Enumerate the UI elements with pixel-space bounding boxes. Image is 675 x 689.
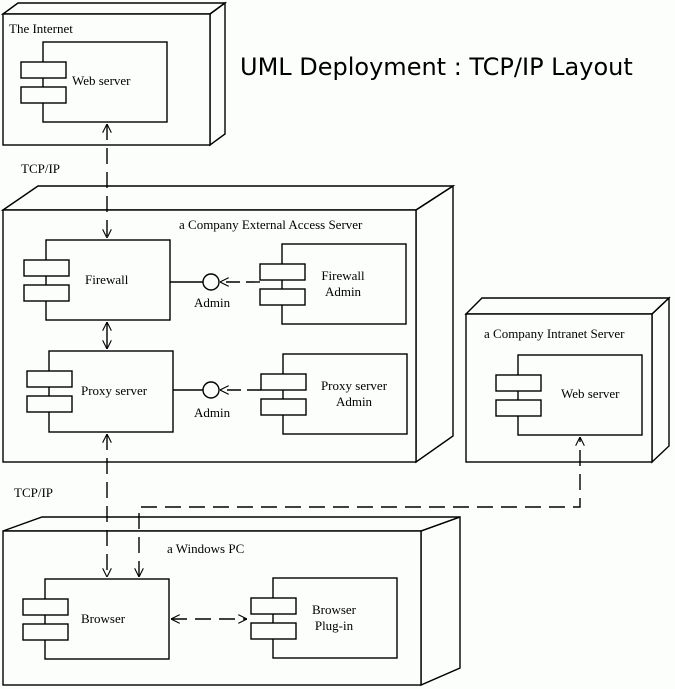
component-label: Firewall (321, 268, 365, 283)
component-label: Admin (325, 284, 362, 299)
component-label: Proxy server (321, 378, 388, 393)
node-top-face (0, 185, 456, 211)
diagram-title: UML Deployment : TCP/IP Layout (240, 53, 633, 81)
component-tab-icon (250, 597, 297, 615)
component-body (42, 41, 168, 123)
node-external-access-server[interactable]: a Company External Access Server Firewal… (0, 184, 456, 464)
component-body (48, 350, 174, 433)
component-label: Browser (81, 611, 126, 626)
component-label: Web server (561, 386, 620, 401)
component-tab-icon (22, 623, 69, 641)
component-body (44, 578, 170, 660)
component-label: Admin (336, 394, 373, 409)
component-firewall-admin[interactable]: Firewall Admin (259, 243, 407, 325)
component-tab-icon (26, 370, 73, 388)
component-tab-icon (250, 622, 297, 640)
component-tab-icon (26, 395, 73, 413)
node-windows-pc[interactable]: a Windows PC Browser Browser Plug-in (2, 516, 461, 687)
node-intranet-server[interactable]: a Company Intranet Server Web server (464, 296, 671, 464)
node-label: a Windows PC (167, 541, 244, 556)
node-top-face (0, 2, 228, 15)
component-proxy-server-admin[interactable]: Proxy server Admin (260, 353, 408, 435)
component-tab-icon (23, 259, 70, 277)
component-label: Plug-in (315, 618, 354, 633)
node-label: The Internet (9, 21, 73, 36)
node-side-face (209, 1, 226, 147)
node-top-face (464, 297, 671, 315)
component-web-server[interactable]: Web server (20, 41, 168, 123)
component-browser[interactable]: Browser (22, 578, 170, 660)
component-tab-icon (259, 288, 306, 306)
component-intranet-web-server[interactable]: Web server (495, 354, 643, 436)
component-tab-icon (20, 86, 67, 104)
component-tab-icon (259, 263, 306, 281)
interface-label: Admin (194, 405, 231, 420)
component-tab-icon (22, 598, 69, 616)
interface-label: Admin (194, 295, 231, 310)
interface-lollipop-icon (202, 381, 220, 399)
node-label: a Company External Access Server (179, 217, 363, 232)
component-proxy-server[interactable]: Proxy server (26, 350, 174, 433)
node-side-face (651, 296, 670, 464)
component-label: Proxy server (81, 383, 148, 398)
connection-label: TCP/IP (21, 161, 60, 176)
component-tab-icon (23, 284, 70, 302)
component-label: Web server (72, 73, 131, 88)
component-browser-plugin[interactable]: Browser Plug-in (250, 577, 398, 659)
component-firewall[interactable]: Firewall (23, 239, 171, 321)
component-body (517, 354, 643, 436)
component-tab-icon (260, 373, 307, 391)
node-side-face (415, 184, 454, 464)
component-body (45, 239, 171, 321)
component-body (281, 243, 407, 325)
node-top-face (2, 516, 461, 532)
component-tab-icon (495, 399, 542, 417)
connection-label: TCP/IP (14, 485, 53, 500)
node-internet[interactable]: The Internet Web server (0, 1, 228, 147)
interface-lollipop-icon (202, 273, 220, 291)
component-tab-icon (260, 398, 307, 416)
node-label: a Company Intranet Server (484, 326, 625, 341)
component-tab-icon (20, 61, 67, 79)
component-tab-icon (495, 374, 542, 392)
component-body (282, 353, 408, 435)
component-label: Firewall (85, 272, 129, 287)
component-body (272, 577, 398, 659)
component-label: Browser (312, 602, 357, 617)
browser-intranet-connector (139, 437, 580, 577)
node-side-face (420, 516, 461, 687)
